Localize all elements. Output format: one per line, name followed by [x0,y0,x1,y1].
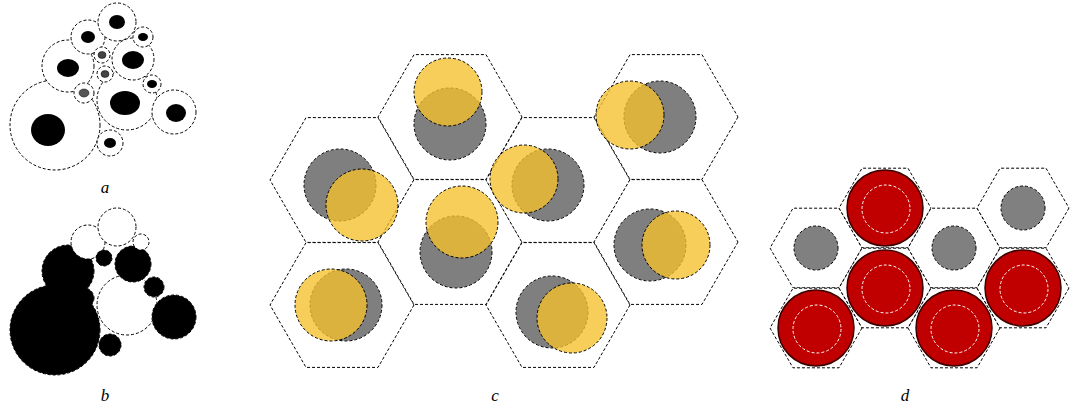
panel-letter: b [101,386,110,406]
cell-circle [793,305,841,353]
cell-panel-b [10,208,196,375]
hexagon-grid-d [770,168,1069,368]
cell-circle [1001,186,1045,230]
overlap-circles-c [295,58,710,353]
panel-letter: d [901,386,910,406]
hexagon-cell [977,168,1069,248]
cell-circle [932,226,976,270]
panel-letter: a [101,178,110,198]
hexagon-cell [977,248,1069,328]
hexagon-cell [594,55,738,180]
cell-circle [794,226,838,270]
cell-circle [847,250,923,326]
cell-circle [778,290,854,366]
panel-letter: c [491,386,499,406]
cell-circle [985,250,1061,326]
cell-circle [916,290,992,366]
cell-circle [1000,265,1048,313]
cell-circle [931,305,979,353]
cell-circle [847,170,923,246]
cell-circle [862,185,910,233]
hexagon-cell [594,180,738,305]
cell-circle [862,265,910,313]
cells-d [778,170,1061,366]
hexagon-grid-c [270,55,738,368]
cell-panel-a [10,3,196,170]
nucleus-panel-a [31,15,186,148]
